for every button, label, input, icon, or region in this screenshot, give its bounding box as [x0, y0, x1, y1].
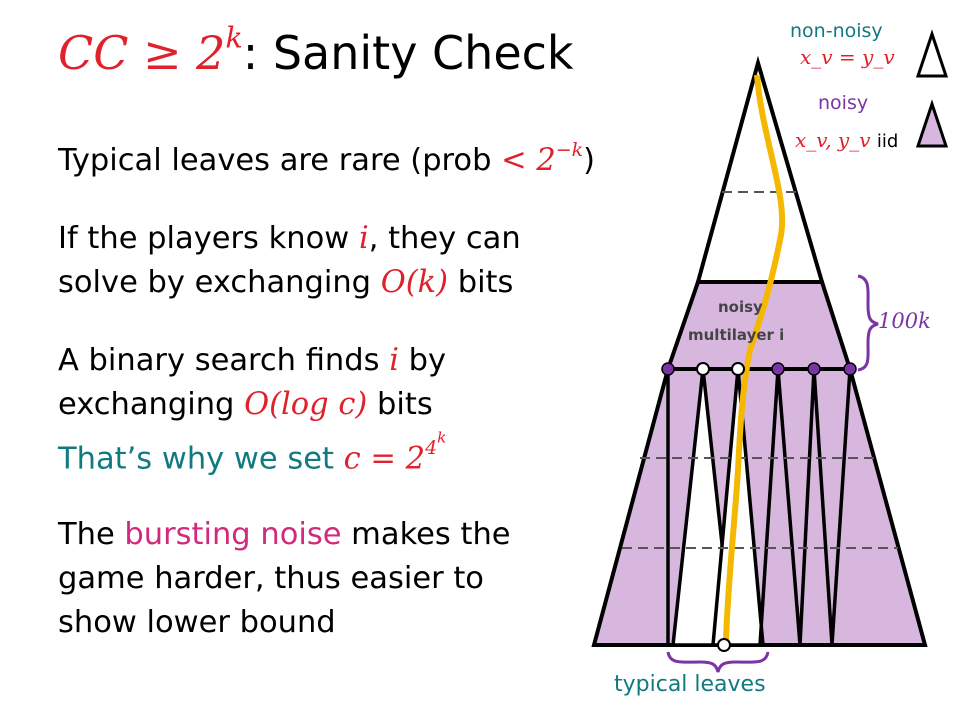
node-nonnoisy-2: [731, 362, 745, 376]
point-players-know-i-line2: solve by exchanging O(k) bits: [58, 265, 514, 300]
point-players-know-i-line1: If the players know i, they can: [58, 221, 521, 256]
right-brace: [857, 274, 879, 372]
legend-noisy-label: noisy: [818, 92, 869, 114]
brace-label-100k: 100k: [878, 309, 931, 333]
point-bursting-noise-line1: The bursting noise makes the: [58, 517, 511, 552]
bottom-brace: [666, 651, 770, 673]
point-bursting-noise-line2: game harder, thus easier to: [58, 561, 484, 596]
node-noisy-2: [771, 362, 785, 376]
typical-leaf-node: [717, 638, 731, 652]
band-label-line2: multilayer i: [688, 326, 785, 344]
slide-title: CC ≥ 2k: Sanity Check: [58, 24, 574, 80]
node-noisy-3: [807, 362, 821, 376]
legend-noisy-triangle: [915, 99, 949, 148]
legend-nonnoisy-triangle: [915, 29, 949, 78]
lower-subtree-region: [591, 367, 928, 647]
subtree-edge-c: [798, 368, 834, 647]
title-text: : Sanity Check: [242, 26, 574, 80]
typical-path: [723, 74, 786, 641]
band-label-line1: noisy: [718, 298, 763, 316]
title-exponent: k: [225, 21, 243, 55]
point-binary-search-line2: exchanging O(log c) bits: [58, 387, 433, 422]
legend-noisy-math: x_v, y_v iid: [795, 128, 899, 152]
point-set-c: That’s why we set c = 24k: [58, 429, 447, 477]
subtree-edge-d: [830, 368, 855, 647]
subtree-edge-b: [758, 368, 802, 647]
node-noisy-1: [661, 362, 675, 376]
typical-leaves-label: typical leaves: [614, 672, 766, 697]
node-noisy-4: [843, 362, 857, 376]
legend-nonnoisy-label: non-noisy: [790, 20, 883, 42]
bursting-noise-highlight: bursting noise: [124, 517, 342, 552]
legend-nonnoisy-math: x_v = y_v: [800, 45, 895, 69]
point-typical-leaves-rare: Typical leaves are rare (prob < 2−k): [58, 138, 596, 178]
node-nonnoisy-1: [696, 362, 710, 376]
point-binary-search-line1: A binary search finds i by: [58, 343, 447, 378]
point-bursting-noise-line3: show lower bound: [58, 605, 336, 640]
title-math: CC ≥ 2: [58, 26, 226, 80]
